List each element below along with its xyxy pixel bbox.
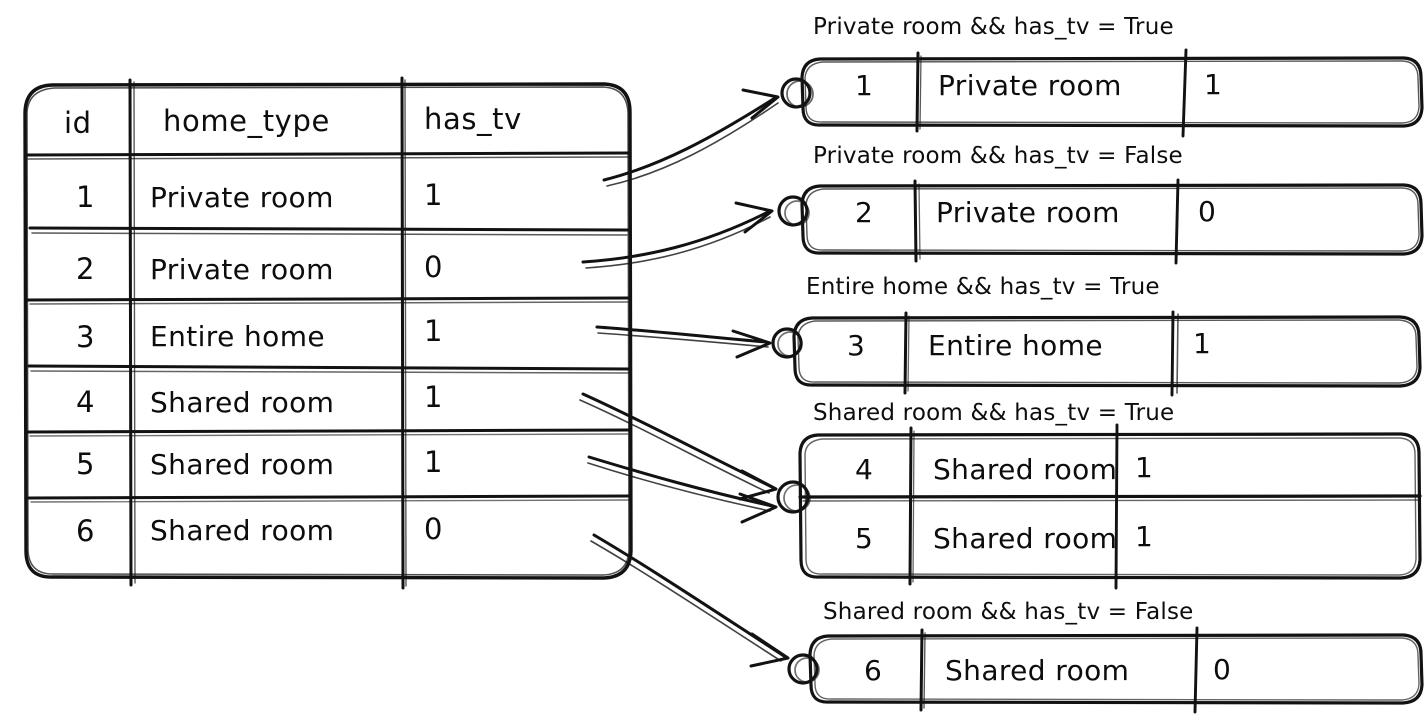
source-row-6-has-tv: 0 <box>424 512 443 546</box>
group-1-row-1-id: 1 <box>855 69 873 102</box>
source-row-1-has-tv: 1 <box>424 178 443 212</box>
group-3-row-1-id: 3 <box>847 329 865 362</box>
source-row-4-id: 4 <box>76 385 95 419</box>
source-row-5-id: 5 <box>76 447 95 481</box>
group-1-row-1-has-tv: 1 <box>1204 68 1222 101</box>
arrow-row5-to-box4 <box>587 455 778 524</box>
group-label-3: Entire home && has_tv = True <box>806 274 1160 300</box>
arrow-row4-to-box4 <box>579 392 778 501</box>
group-label-1: Private room && has_tv = True <box>813 14 1174 40</box>
arrow-row6-to-box5 <box>590 533 790 668</box>
source-row-4-has-tv: 1 <box>424 380 443 414</box>
group-3-row-1-home-type: Entire home <box>928 329 1103 362</box>
source-table-outline <box>23 82 633 580</box>
group-4-row-1-home-type: Shared room <box>933 453 1118 486</box>
source-row-2-home-type: Private room <box>150 253 334 286</box>
arrow-row2-to-box2 <box>581 201 774 269</box>
source-table-header-home-type: home_type <box>163 104 330 138</box>
group-5-row-1-has-tv: 0 <box>1213 653 1231 686</box>
source-row-3-id: 3 <box>76 320 95 354</box>
group-4-row-1-id: 4 <box>855 453 873 486</box>
source-row-2-id: 2 <box>76 252 95 286</box>
group-label-5: Shared room && has_tv = False <box>823 599 1194 625</box>
source-row-3-has-tv: 1 <box>424 314 443 348</box>
group-2-row-1-home-type: Private room <box>936 196 1120 229</box>
group-2-row-1-has-tv: 0 <box>1198 195 1216 228</box>
group-label-4: Shared room && has_tv = True <box>813 400 1175 426</box>
source-row-1-home-type: Private room <box>150 181 334 214</box>
group-5-row-1-id: 6 <box>864 654 882 687</box>
source-row-1-id: 1 <box>76 180 95 214</box>
group-5-row-1-home-type: Shared room <box>945 654 1130 687</box>
group-3-row-1-has-tv: 1 <box>1193 327 1211 360</box>
source-row-6-home-type: Shared room <box>150 514 335 547</box>
source-row-2-has-tv: 0 <box>424 250 443 284</box>
source-row-6-id: 6 <box>76 514 95 548</box>
group-4-row-2-has-tv: 1 <box>1135 520 1153 553</box>
group-2-row-1-id: 2 <box>855 196 873 229</box>
group-4-row-2-id: 5 <box>855 522 873 555</box>
arrow-row3-to-box3 <box>595 325 772 359</box>
source-table-header-has-tv: has_tv <box>424 102 522 136</box>
group-1-row-1-home-type: Private room <box>938 69 1122 102</box>
source-row-5-has-tv: 1 <box>424 445 443 479</box>
result-box-4 <box>776 423 1422 590</box>
source-row-4-home-type: Shared room <box>150 386 335 419</box>
group-label-2: Private room && has_tv = False <box>813 143 1183 169</box>
source-row-3-home-type: Entire home <box>150 320 325 353</box>
arrow-row1-to-box1 <box>602 88 780 187</box>
source-table-header-id: id <box>64 106 92 140</box>
group-4-row-1-has-tv: 1 <box>1135 451 1153 484</box>
source-row-5-home-type: Shared room <box>150 448 335 481</box>
group-4-row-2-home-type: Shared room <box>933 522 1118 555</box>
